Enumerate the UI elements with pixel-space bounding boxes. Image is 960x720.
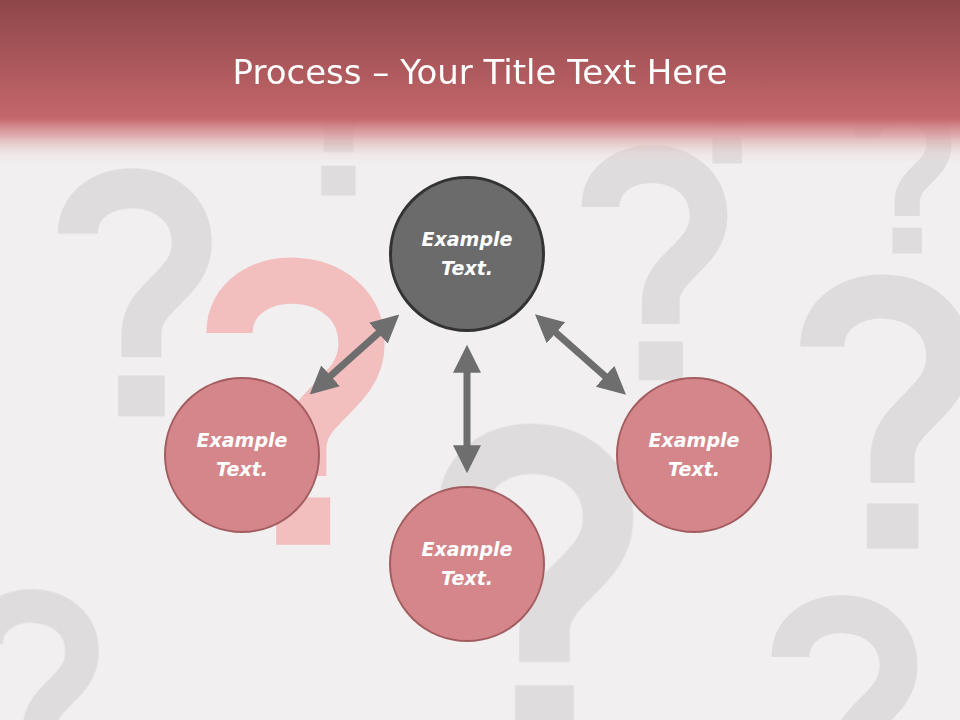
double-arrow: [464, 356, 471, 462]
process-circle: Example Text.: [389, 176, 545, 332]
process-circle: Example Text.: [616, 377, 772, 533]
node-text: Example Text.: [642, 426, 746, 484]
slide-title: Process – Your Title Text Here: [0, 52, 960, 92]
node-text: Example Text.: [415, 535, 519, 593]
header-band: [0, 0, 960, 165]
process-circle: Example Text.: [389, 486, 545, 642]
process-circle: Example Text.: [164, 377, 320, 533]
double-arrow: [318, 322, 391, 387]
node-text: Example Text.: [190, 426, 294, 484]
double-arrow: [543, 322, 617, 388]
node-text: Example Text.: [415, 225, 519, 283]
